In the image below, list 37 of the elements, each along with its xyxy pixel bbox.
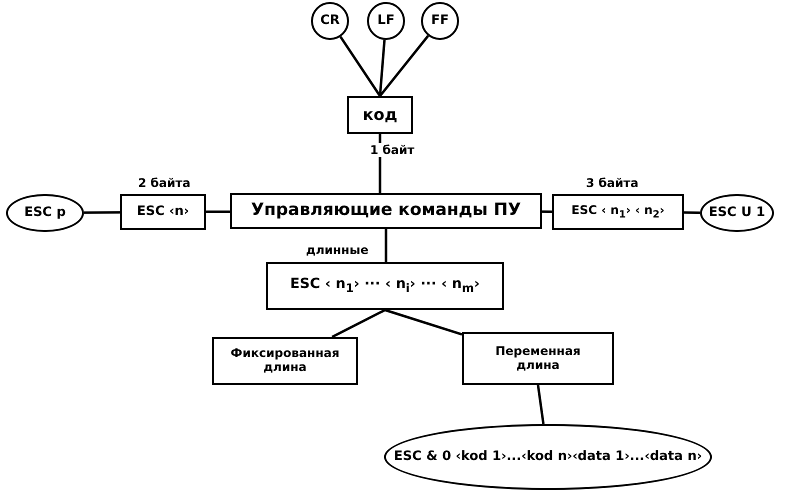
- node-text: код: [362, 106, 398, 124]
- rect-node: [552, 194, 684, 230]
- node-text: Переменная длина: [494, 344, 582, 372]
- connector-line: [206, 210, 230, 214]
- connector-line: [384, 229, 388, 262]
- connector-line: [542, 210, 552, 213]
- node-text: Управляющие команды ПУ: [251, 201, 521, 221]
- node-text: ESC ‹ n$_{1}$› ‹ n$_{2}$›: [571, 204, 665, 220]
- size-note: 3 байта: [584, 176, 640, 190]
- node-text: ESC ‹n›: [136, 204, 190, 220]
- connector-line: [384, 308, 462, 336]
- connector-line: [332, 308, 386, 338]
- rect-node: [462, 332, 614, 385]
- circle-node: [421, 2, 459, 40]
- edge-label: 1 байт: [368, 143, 416, 157]
- node-text: LF: [377, 14, 395, 28]
- circle-node: [311, 2, 349, 40]
- node-text: Фиксированная длина: [230, 347, 340, 375]
- rect-node: [347, 96, 413, 134]
- rect-node: [120, 194, 206, 230]
- connector-line: [378, 40, 386, 96]
- rect-node: [212, 337, 358, 385]
- node-text: ESC ‹ n$_{1}$› ··· ‹ n$_{i}$› ··· ‹ n$_{m}$›: [290, 276, 480, 296]
- node-text: FF: [431, 14, 449, 28]
- circle-node: [367, 2, 405, 40]
- node-text: ESC & 0 ‹kod 1›...‹kod n›‹data 1›...‹data n›: [394, 450, 702, 464]
- node-text: CR: [320, 14, 340, 28]
- node-text: ESC p: [24, 206, 66, 220]
- connector-line: [379, 35, 430, 97]
- rect-node: [230, 193, 542, 229]
- connector-line: [536, 384, 545, 424]
- connector-line: [684, 211, 700, 214]
- rect-node: [266, 262, 504, 310]
- connector-line: [340, 36, 382, 97]
- size-note: 2 байта: [136, 176, 192, 190]
- node-text: ESC U 1: [708, 206, 766, 220]
- connector-line: [84, 211, 120, 214]
